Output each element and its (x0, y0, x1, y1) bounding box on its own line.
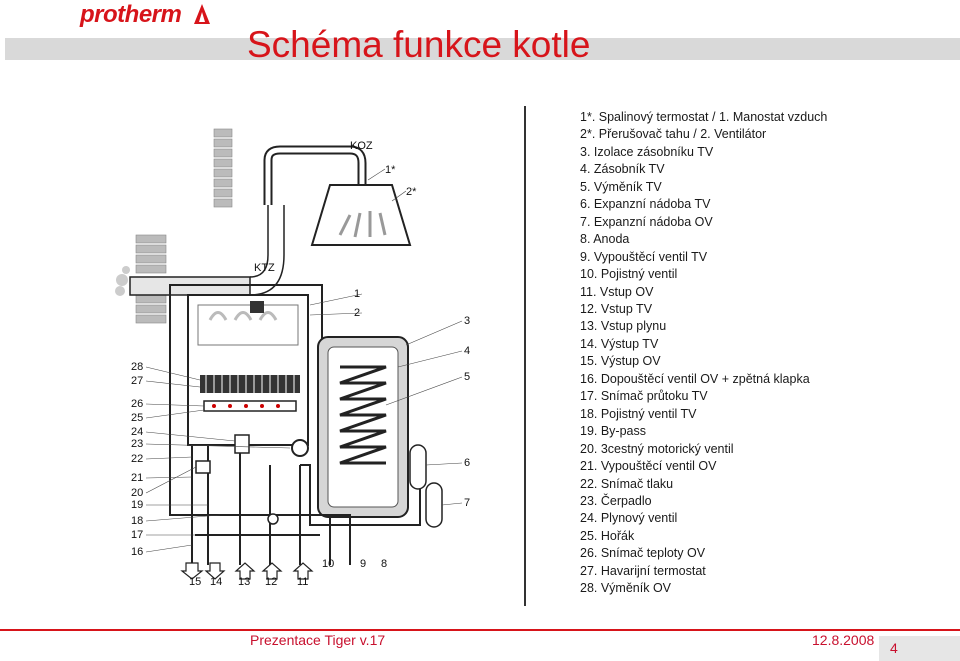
label-left: 18 (131, 515, 143, 527)
label-left: 16 (131, 546, 143, 558)
pump (291, 439, 309, 457)
brick-wall-left (135, 234, 167, 324)
heat-exchanger (200, 375, 300, 393)
brick-wall-top (213, 128, 233, 208)
bypass-valve (267, 513, 279, 525)
divider-line (524, 106, 526, 606)
legend-list: 1*. Spalinový termostat / 1. Manostat vz… (580, 109, 827, 598)
label-left: 24 (131, 426, 143, 438)
legend-item: 1*. Spalinový termostat / 1. Manostat vz… (580, 110, 828, 124)
label-bottom: 11 (297, 576, 308, 588)
label-left: 21 (131, 472, 143, 484)
label-right: 1 (354, 288, 360, 300)
legend-item: 3. Izolace zásobníku TV (580, 144, 714, 159)
label-2star: 2* (406, 186, 417, 198)
label-bottom: 10 (322, 558, 334, 570)
label-left: 25 (131, 412, 143, 424)
legend-item: 27. Havarijní termostat (580, 563, 706, 578)
page-title: Schéma funkce kotle (247, 24, 591, 65)
page-number-badge (879, 636, 960, 661)
burner (203, 400, 297, 412)
label-bottom: 15 (189, 576, 201, 588)
legend-item: 28. Výměník OV (580, 581, 672, 596)
label-bottom: 8 (381, 558, 387, 570)
legend-item: 18. Pojistný ventil TV (580, 406, 697, 421)
label-right: 6 (464, 457, 470, 469)
legend-item: 19. By-pass (580, 424, 647, 439)
label-left: 20 (131, 487, 143, 499)
legend-item: 7. Expanzní nádoba OV (580, 214, 713, 229)
legend-item: 5. Výměník TV (580, 179, 662, 194)
legend-item: 6. Expanzní nádoba TV (580, 197, 711, 212)
label-left: 27 (131, 375, 143, 387)
label-right: 7 (464, 497, 470, 509)
legend-item: 4. Zásobník TV (580, 162, 665, 177)
connection-arrows (180, 562, 314, 580)
legend-item: 15. Výstup OV (580, 354, 661, 369)
legend-item: 9. Vypouštěcí ventil TV (580, 249, 708, 264)
tank-coil (339, 365, 387, 465)
label-ktz: KTZ (254, 262, 275, 274)
legend-item: 11. Vstup OV (580, 284, 654, 299)
legend-item: 25. Hořák (580, 528, 635, 543)
legend-item: 24. Plynový ventil (580, 511, 678, 526)
expansion-vessel-tv (409, 444, 427, 490)
footer-date: 12.8.2008 (812, 632, 875, 648)
flame-icon (194, 4, 210, 24)
label-right: 2 (354, 307, 360, 319)
label-right: 3 (464, 315, 470, 327)
gas-valve (234, 434, 250, 454)
label-left: 23 (131, 438, 143, 450)
label-bottom: 14 (210, 576, 222, 588)
legend-item: 8. Anoda (580, 232, 630, 247)
boiler-schematic: KOZ KTZ 1* 2* 1 2 3 4 5 6 7 28 27 26 25 … (115, 128, 470, 588)
legend-item: 17. Snímač průtoku TV (580, 389, 708, 404)
legend-item: 20. 3cestný motorický ventil (580, 441, 734, 456)
page-number: 4 (890, 640, 898, 656)
label-bottom: 9 (360, 558, 366, 570)
title-band (5, 38, 960, 60)
legend-item: 14. Výstup TV (580, 336, 659, 351)
legend-item: 2*. Přerušovač tahu / 2. Ventilátor (580, 127, 767, 142)
combustion-chamber (187, 294, 309, 446)
label-koz: KOZ (350, 140, 373, 152)
label-bottom: 12 (265, 576, 277, 588)
legend-item: 12. Vstup TV (580, 301, 653, 316)
label-left: 17 (131, 529, 143, 541)
label-left: 19 (131, 499, 143, 511)
legend-item: 10. Pojistný ventil (580, 267, 678, 282)
label-left: 26 (131, 398, 143, 410)
fan-unit (250, 301, 264, 313)
legend-item: 23. Čerpadlo (580, 493, 652, 508)
label-1star: 1* (385, 164, 396, 176)
expansion-vessel-ov (425, 482, 443, 528)
label-bottom: 13 (238, 576, 250, 588)
footer-divider (0, 629, 960, 631)
label-right: 4 (464, 345, 470, 357)
legend-item: 26. Snímač teploty OV (580, 546, 706, 561)
legend-item: 16. Dopouštěcí ventil OV + zpětná klapka (580, 371, 810, 386)
legend-item: 22. Snímač tlaku (580, 476, 674, 491)
footer-presentation: Prezentace Tiger v.17 (250, 632, 386, 648)
legend-item: 21. Vypouštěcí ventil OV (580, 459, 717, 474)
header-bar: protherm (0, 0, 960, 30)
label-left: 28 (131, 361, 143, 373)
three-way-valve (195, 460, 211, 474)
brand-logo: protherm (80, 1, 182, 28)
label-left: 22 (131, 453, 143, 465)
legend-item: 13. Vstup plynu (580, 319, 667, 334)
label-right: 5 (464, 371, 470, 383)
